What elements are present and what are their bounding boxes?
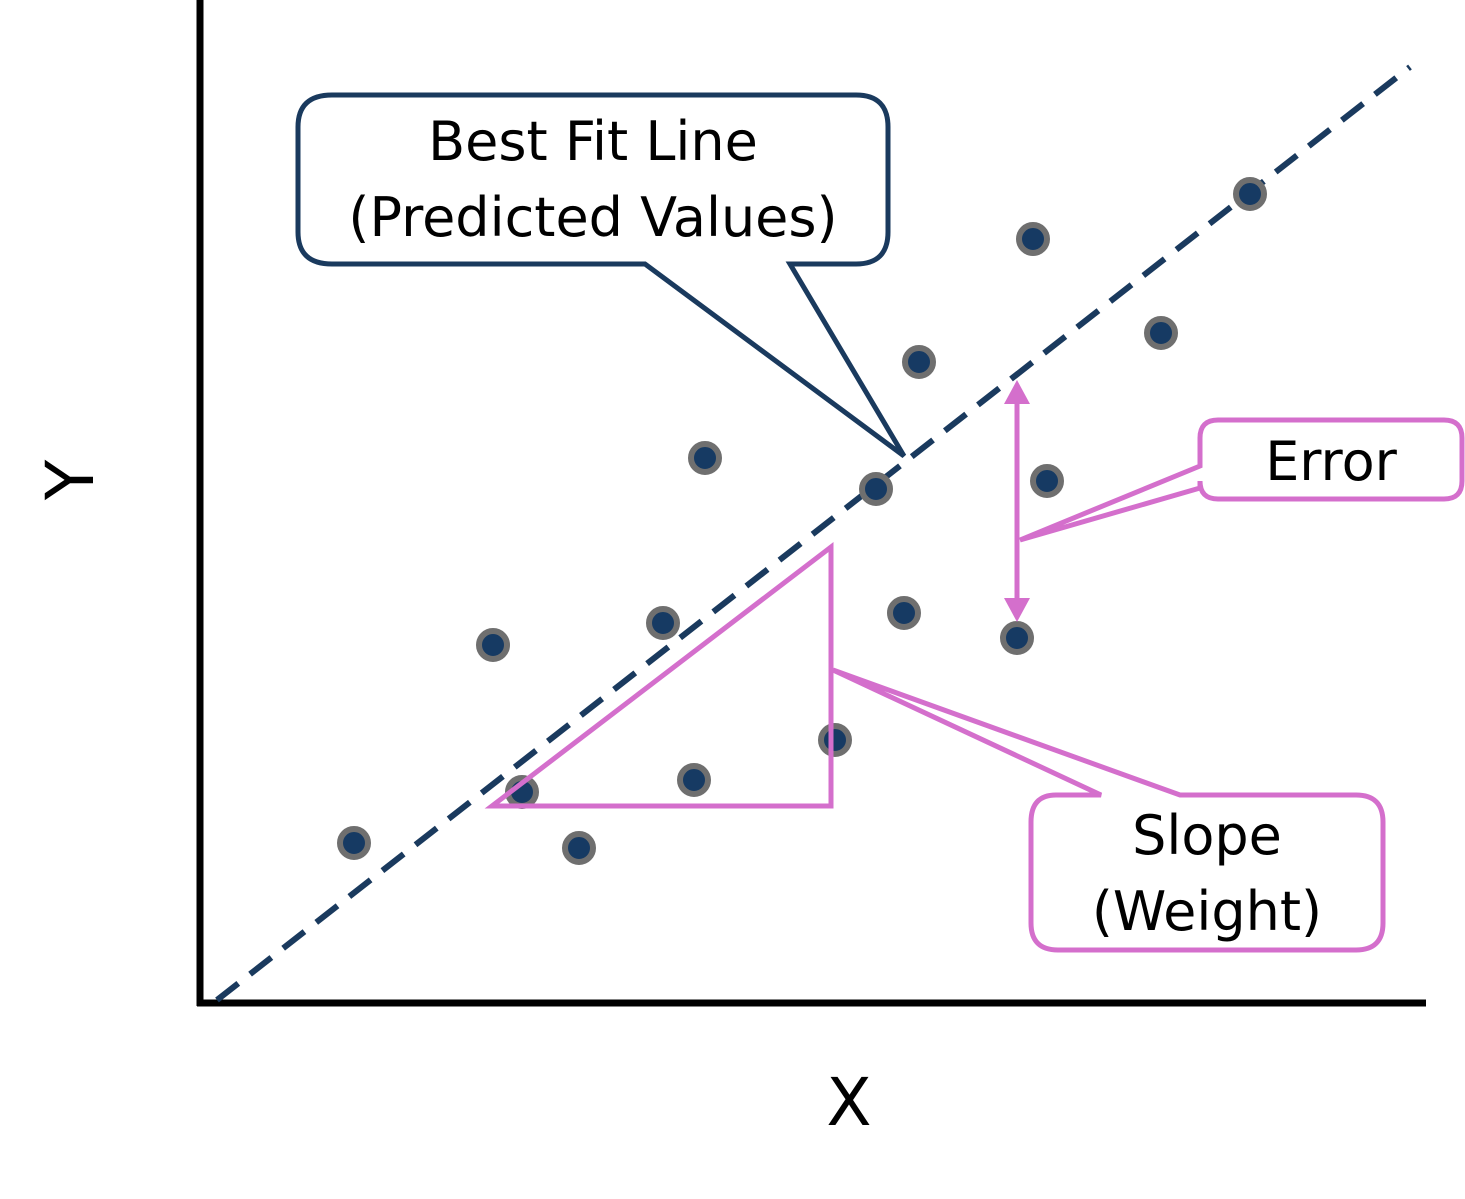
slope-title: Slope xyxy=(1132,804,1282,867)
slope-triangle xyxy=(484,541,834,809)
error-arrow xyxy=(1004,380,1030,622)
slope-callout: Slope (Weight) xyxy=(831,667,1386,953)
slope-callout-box xyxy=(831,667,1386,953)
data-point xyxy=(902,345,936,379)
data-point xyxy=(476,628,510,662)
data-point xyxy=(1030,464,1064,498)
data-point xyxy=(1233,177,1267,211)
data-point xyxy=(688,441,722,475)
slope-subtitle: (Weight) xyxy=(1092,880,1322,943)
error-callout-box xyxy=(1019,417,1465,543)
error-label: Error xyxy=(1265,430,1397,493)
data-point xyxy=(818,723,852,757)
data-point xyxy=(337,826,371,860)
axes xyxy=(196,0,1426,1007)
data-points xyxy=(337,177,1267,865)
best-fit-subtitle: (Predicted Values) xyxy=(348,186,837,249)
data-point xyxy=(562,831,596,865)
data-point xyxy=(677,763,711,797)
x-axis-label: X xyxy=(826,1064,871,1141)
data-point xyxy=(1016,222,1050,256)
data-point xyxy=(859,472,893,506)
best-fit-line xyxy=(215,64,1412,1003)
error-arrowhead-up xyxy=(1004,380,1030,404)
data-point xyxy=(1144,316,1178,350)
y-axis-label: Y xyxy=(32,459,109,501)
best-fit-callout-box xyxy=(295,92,907,459)
error-callout: Error xyxy=(1019,417,1465,543)
data-point xyxy=(646,606,680,640)
data-point xyxy=(1000,621,1034,655)
best-fit-callout: Best Fit Line (Predicted Values) xyxy=(295,92,907,459)
best-fit-title: Best Fit Line xyxy=(428,110,758,173)
error-arrowhead-down xyxy=(1004,598,1030,622)
data-point xyxy=(887,596,921,630)
